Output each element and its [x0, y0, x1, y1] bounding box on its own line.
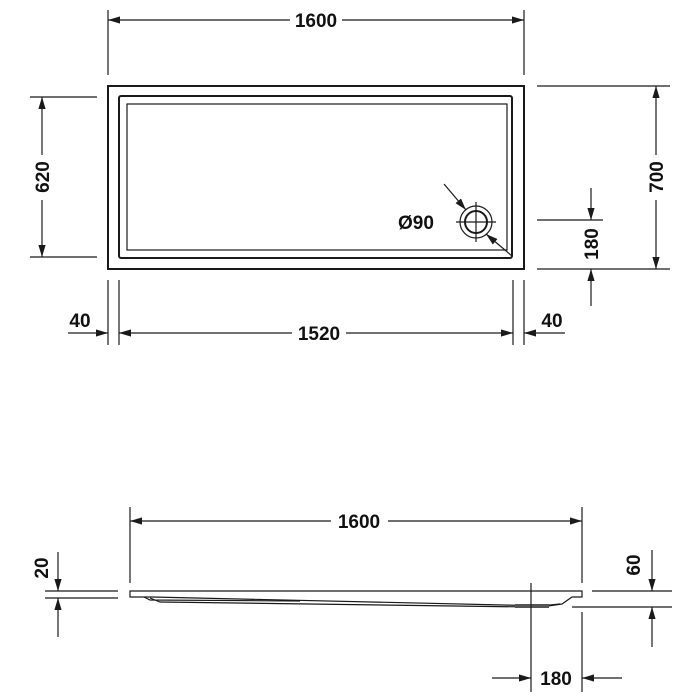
inner-length-label: 1520 — [298, 324, 340, 345]
svg-text:1600: 1600 — [338, 512, 380, 533]
dimension-side-drain-offset: 180 — [492, 583, 622, 692]
dimension-total-height: 60 — [572, 550, 672, 647]
tray-inner-rim — [118, 95, 513, 259]
dimension-drain-offset: 180 — [537, 188, 603, 306]
dimension-overall-length: 1600 — [107, 10, 525, 75]
svg-text:180: 180 — [582, 228, 603, 260]
left-rim-label: 40 — [69, 311, 90, 332]
drain-outlet — [515, 604, 549, 608]
drain-icon — [443, 183, 513, 257]
svg-text:180: 180 — [540, 669, 572, 690]
tray-basin — [126, 103, 508, 251]
tray-outer-outline — [107, 85, 525, 270]
dimension-bottom-chain: 40 1520 40 — [68, 280, 565, 345]
svg-text:700: 700 — [647, 161, 668, 193]
dimension-inner-width: 620 — [30, 96, 97, 258]
dimension-overall-width: 700 — [537, 85, 670, 270]
drain-diameter-label: Ø90 — [398, 213, 434, 234]
top-view: Ø90 1600 620 700 — [30, 10, 670, 345]
svg-text:1600: 1600 — [295, 11, 337, 32]
side-view: 1600 20 60 180 — [32, 507, 672, 692]
dimension-rim-height: 20 — [32, 552, 118, 637]
right-rim-label: 40 — [541, 311, 562, 332]
svg-text:620: 620 — [33, 161, 54, 193]
svg-text:20: 20 — [32, 557, 53, 578]
dimension-side-length: 1600 — [129, 507, 583, 583]
tray-profile — [129, 590, 583, 608]
svg-text:60: 60 — [624, 554, 645, 575]
